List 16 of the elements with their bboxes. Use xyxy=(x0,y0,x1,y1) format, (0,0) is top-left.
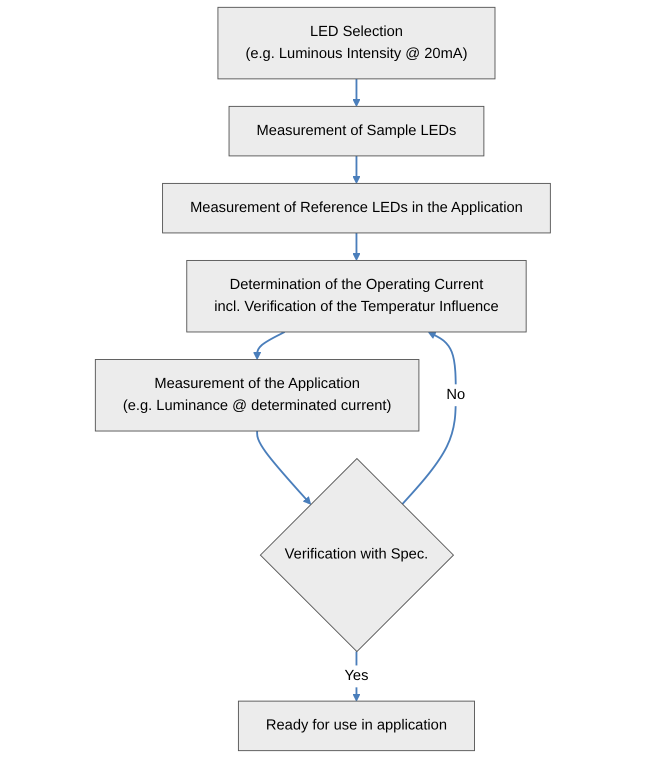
node-diamond: Verification with Spec. xyxy=(259,458,454,652)
arrow xyxy=(256,431,311,505)
edge-label: No xyxy=(446,387,465,403)
arrow xyxy=(352,232,360,261)
edge-label: Yes xyxy=(344,668,368,684)
node-box: Determination of the Operating Current incl. Verification of the Temperatur Influence xyxy=(186,260,526,332)
node-box: Measurement of Reference LEDs in the Application xyxy=(162,182,550,234)
node-box: Ready for use in application xyxy=(238,700,475,752)
arrow xyxy=(401,332,456,505)
arrow xyxy=(352,156,360,184)
node-box: Measurement of the Application (e.g. Luminance @ determinated current) xyxy=(94,359,419,432)
node-box: Measurement of Sample LEDs xyxy=(228,106,484,156)
arrow xyxy=(252,331,285,360)
arrow xyxy=(352,78,360,107)
node-box: LED Selection (e.g. Luminous Intensity @ 20mA) xyxy=(217,6,496,80)
arrow xyxy=(352,652,360,702)
